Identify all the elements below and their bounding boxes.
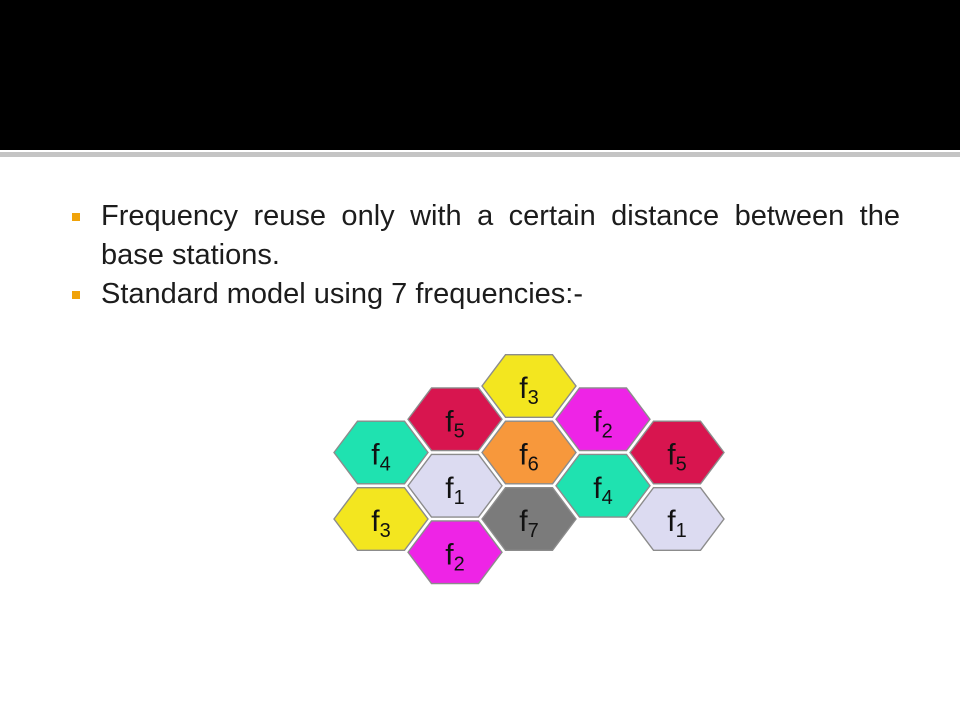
frequency-symbol: f bbox=[371, 439, 380, 472]
hex-cell: f3 bbox=[333, 487, 429, 551]
hex-cell: f4 bbox=[333, 420, 429, 485]
frequency-subscript: 2 bbox=[454, 553, 465, 575]
hexagon-shape bbox=[333, 487, 429, 551]
square-bullet-icon bbox=[72, 212, 80, 221]
hex-cell: f7 bbox=[481, 487, 577, 551]
hexagon-shape bbox=[629, 420, 725, 485]
frequency-symbol: f bbox=[519, 372, 528, 405]
frequency-symbol: f bbox=[593, 405, 602, 438]
frequency-subscript: 7 bbox=[528, 520, 539, 542]
cell-label: f2 bbox=[445, 538, 464, 575]
hexagon-shape bbox=[481, 354, 577, 418]
frequency-subscript: 1 bbox=[454, 487, 465, 509]
header-band bbox=[0, 0, 960, 150]
hex-cell: f1 bbox=[629, 487, 725, 551]
frequency-subscript: 6 bbox=[528, 454, 539, 476]
cell-label: f3 bbox=[371, 505, 390, 542]
hex-cell: f5 bbox=[407, 387, 503, 452]
cell-label: f7 bbox=[519, 505, 538, 542]
frequency-symbol: f bbox=[445, 405, 454, 438]
hex-cell: f1 bbox=[407, 453, 503, 518]
frequency-subscript: 5 bbox=[676, 454, 687, 476]
bullet-text: Standard model using 7 frequencies:- bbox=[101, 278, 584, 310]
frequency-symbol: f bbox=[667, 439, 676, 472]
frequency-symbol: f bbox=[593, 472, 602, 505]
hexagon-shape bbox=[555, 387, 651, 452]
hex-cell: f3 bbox=[481, 354, 577, 418]
cell-label: f6 bbox=[519, 439, 538, 476]
cell-label: f5 bbox=[445, 405, 464, 442]
cell-label: f1 bbox=[667, 505, 686, 542]
hexagon-shape bbox=[407, 453, 503, 518]
hexagon-shape bbox=[407, 387, 503, 452]
cell-label: f3 bbox=[519, 372, 538, 409]
frequency-subscript: 2 bbox=[602, 420, 613, 442]
hex-cell: f6 bbox=[481, 420, 577, 485]
frequency-symbol: f bbox=[445, 472, 454, 505]
bullet-item: Standard model using 7 frequencies:- bbox=[72, 275, 900, 314]
cell-label: f5 bbox=[667, 439, 686, 476]
hexagon-shape bbox=[333, 420, 429, 485]
hexagon-shape bbox=[481, 487, 577, 551]
cell-label: f4 bbox=[371, 439, 390, 476]
cell-label: f4 bbox=[593, 472, 612, 509]
hexagon-shape bbox=[407, 520, 503, 585]
hex-cell: f5 bbox=[629, 420, 725, 485]
frequency-subscript: 4 bbox=[602, 487, 613, 509]
frequency-symbol: f bbox=[371, 505, 380, 538]
header-divider bbox=[0, 152, 960, 157]
cell-label: f1 bbox=[445, 472, 464, 509]
hex-cell: f2 bbox=[555, 387, 651, 452]
frequency-symbol: f bbox=[667, 505, 676, 538]
frequency-symbol: f bbox=[445, 538, 454, 571]
bullet-item: Frequency reuse only with a certain dist… bbox=[72, 197, 900, 275]
frequency-symbol: f bbox=[519, 505, 528, 538]
bullet-list: Frequency reuse only with a certain dist… bbox=[72, 197, 900, 314]
frequency-subscript: 3 bbox=[528, 387, 539, 409]
square-bullet-icon bbox=[72, 290, 80, 299]
frequency-reuse-diagram: f4 f3 f5 f1 f2 f3 f6 f7 bbox=[333, 354, 725, 585]
frequency-subscript: 1 bbox=[676, 520, 687, 542]
cell-label: f2 bbox=[593, 405, 612, 442]
hex-cell: f2 bbox=[407, 520, 503, 585]
frequency-subscript: 4 bbox=[380, 454, 391, 476]
frequency-subscript: 3 bbox=[380, 520, 391, 542]
bullet-text: Frequency reuse only with a certain dist… bbox=[101, 200, 900, 271]
hex-cell: f4 bbox=[555, 453, 651, 518]
frequency-symbol: f bbox=[519, 439, 528, 472]
hexagon-shape bbox=[555, 453, 651, 518]
hexagon-shape bbox=[629, 487, 725, 551]
frequency-subscript: 5 bbox=[454, 420, 465, 442]
hexagon-shape bbox=[481, 420, 577, 485]
